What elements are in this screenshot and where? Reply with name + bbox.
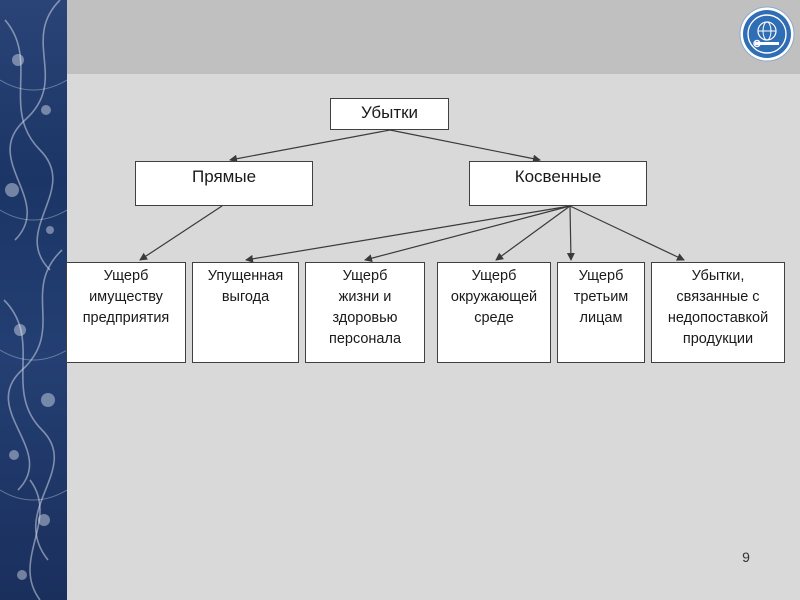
node-direct-losses: Прямые xyxy=(135,161,313,206)
decorative-sidebar xyxy=(0,0,67,600)
logo-badge xyxy=(739,6,795,62)
connector-indirect-to-nondelivery xyxy=(569,205,685,261)
node-lost-profit: Упущенная выгода xyxy=(192,262,299,363)
node-indirect-losses: Косвенные xyxy=(469,161,647,206)
node-environmental-damage: Ущерб окружающей среде xyxy=(437,262,551,363)
connector-indirect-to-lost-profit xyxy=(245,205,571,263)
page-number: 9 xyxy=(742,549,750,565)
connector-indirect-to-third-parties xyxy=(566,205,575,261)
node-property-damage: Ущерб имуществу предприятия xyxy=(66,262,186,363)
connector-root-to-direct xyxy=(229,129,391,163)
globe-emblem-icon xyxy=(739,6,795,62)
connector-indirect-to-personnel xyxy=(364,205,571,263)
connector-direct-to-property xyxy=(139,205,223,261)
node-third-party-damage: Ущерб третьим лицам xyxy=(557,262,645,363)
connector-indirect-to-environment xyxy=(495,205,571,261)
node-nondelivery-losses: Убытки, связанные с недопоставкой продук… xyxy=(651,262,785,363)
node-personnel-harm: Ущерб жизни и здоровью персонала xyxy=(305,262,425,363)
connector-root-to-indirect xyxy=(389,129,541,163)
node-losses-root: Убытки xyxy=(330,98,449,130)
header-band xyxy=(0,0,800,74)
ornament-pattern-icon xyxy=(0,0,67,600)
